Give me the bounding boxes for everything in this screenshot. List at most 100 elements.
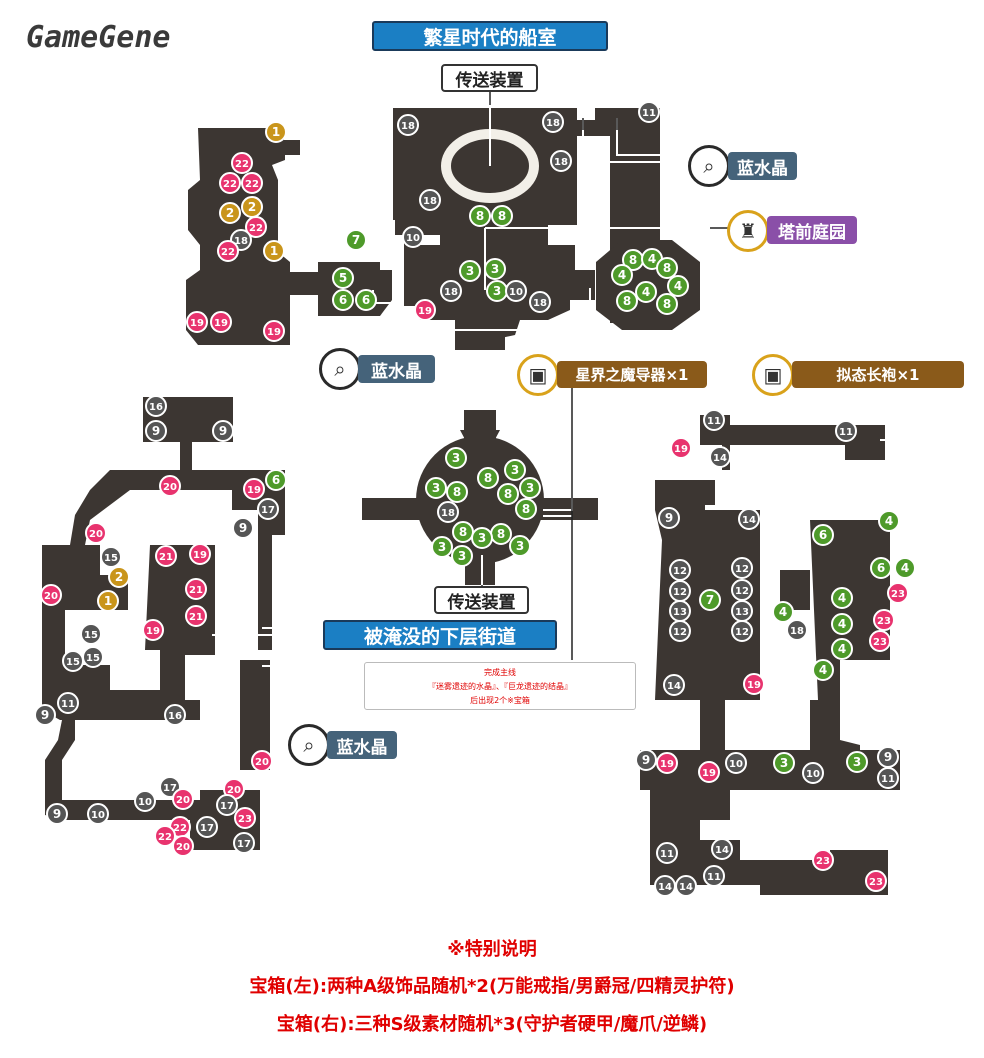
marker-circle — [97, 590, 119, 612]
marker-circle — [85, 522, 107, 544]
marker-number: 11 — [642, 108, 656, 119]
marker-circle — [484, 258, 506, 280]
marker-number: 17 — [237, 839, 251, 850]
map-marker: 11 — [57, 692, 79, 714]
marker-number: 12 — [735, 564, 749, 575]
marker-circle — [431, 536, 453, 558]
marker-circle — [451, 545, 473, 567]
label-chest-left: 星界之魔导器×1 — [557, 361, 707, 388]
marker-circle — [234, 807, 256, 829]
marker-number: 21 — [189, 612, 203, 623]
map-marker: 3 — [451, 545, 473, 567]
map-marker: 13 — [731, 600, 753, 622]
marker-number: 20 — [163, 482, 177, 493]
map-marker: 20 — [85, 522, 107, 544]
label-chest-right: 拟态长袍×1 — [792, 361, 964, 388]
marker-number: 22 — [221, 247, 235, 258]
marker-circle — [332, 267, 354, 289]
map-marker: 15 — [62, 650, 84, 672]
marker-number: 10 — [406, 233, 420, 244]
marker-number: 9 — [239, 521, 247, 535]
marker-circle — [446, 481, 468, 503]
map-marker: 11 — [656, 842, 678, 864]
marker-circle — [46, 803, 68, 825]
map-marker: 3 — [471, 527, 493, 549]
marker-circle — [878, 510, 900, 532]
map-marker: 3 — [504, 459, 526, 481]
marker-number: 13 — [673, 607, 687, 618]
marker-circle — [835, 420, 857, 442]
map-marker: 6 — [812, 524, 834, 546]
marker-circle — [216, 794, 238, 816]
marker-number: 22 — [173, 823, 187, 834]
map-marker: 8 — [616, 290, 638, 312]
marker-number: 23 — [238, 814, 252, 825]
map-marker: 23 — [865, 870, 887, 892]
marker-number: 15 — [104, 553, 118, 564]
map-marker: 3 — [459, 260, 481, 282]
marker-number: 10 — [138, 797, 152, 808]
marker-number: 14 — [713, 453, 727, 464]
map-marker: 8 — [656, 257, 678, 279]
marker-circle — [154, 825, 176, 847]
map-marker: 6 — [332, 289, 354, 311]
map-marker: 17 — [257, 498, 279, 520]
marker-number: 23 — [869, 877, 883, 888]
marker-circle — [402, 226, 424, 248]
marker-circle — [164, 704, 186, 726]
map-marker: 14 — [709, 446, 731, 468]
quest-note-line1: 完成主线 — [484, 668, 516, 677]
marker-circle — [887, 582, 909, 604]
map-marker: 10 — [802, 762, 824, 784]
map-marker: 11 — [835, 420, 857, 442]
marker-circle — [100, 546, 122, 568]
map-marker: 2 — [241, 196, 263, 218]
map-marker: 22 — [154, 825, 176, 847]
marker-circle — [663, 674, 685, 696]
marker-circle — [440, 280, 462, 302]
marker-number: 11 — [660, 849, 674, 860]
marker-circle — [542, 111, 564, 133]
map-marker: 2 — [219, 202, 241, 224]
label-blue-crystal-2: 蓝水晶 — [358, 355, 435, 383]
marker-circle — [445, 447, 467, 469]
map-marker: 1 — [263, 240, 285, 262]
map-marker: 3 — [509, 535, 531, 557]
marker-circle — [40, 584, 62, 606]
marker-circle — [703, 865, 725, 887]
map-marker: 8 — [490, 523, 512, 545]
marker-number: 3 — [452, 451, 460, 465]
map-marker: 16 — [164, 704, 186, 726]
marker-number: 7 — [352, 233, 360, 247]
marker-number: 22 — [158, 832, 172, 843]
marker-circle — [611, 264, 633, 286]
map-marker: 23 — [887, 582, 909, 604]
map-marker: 21 — [155, 545, 177, 567]
map-marker: 12 — [731, 557, 753, 579]
marker-number: 18 — [444, 287, 458, 298]
marker-number: 19 — [267, 327, 281, 338]
marker-number: 19 — [190, 318, 204, 329]
map-marker: 21 — [185, 578, 207, 600]
marker-number: 11 — [707, 872, 721, 883]
marker-number: 9 — [884, 750, 892, 764]
map-marker: 18 — [529, 291, 551, 313]
map-marker: 22 — [231, 152, 253, 174]
map-marker: 4 — [667, 275, 689, 297]
marker-circle — [865, 870, 887, 892]
marker-circle — [725, 752, 747, 774]
map-marker: 9 — [635, 749, 657, 771]
marker-number: 18 — [533, 298, 547, 309]
map-marker: 10 — [87, 803, 109, 825]
marker-number: 14 — [667, 681, 681, 692]
chest-icon-left: ▣ — [517, 354, 559, 396]
map-marker: 23 — [869, 630, 891, 652]
marker-number: 4 — [648, 252, 656, 266]
marker-number: 20 — [89, 529, 103, 540]
marker-number: 10 — [91, 810, 105, 821]
marker-number: 9 — [219, 424, 227, 438]
marker-number: 22 — [245, 179, 259, 190]
marker-circle — [831, 638, 853, 660]
marker-number: 1 — [270, 244, 278, 258]
marker-number: 4 — [885, 514, 893, 528]
